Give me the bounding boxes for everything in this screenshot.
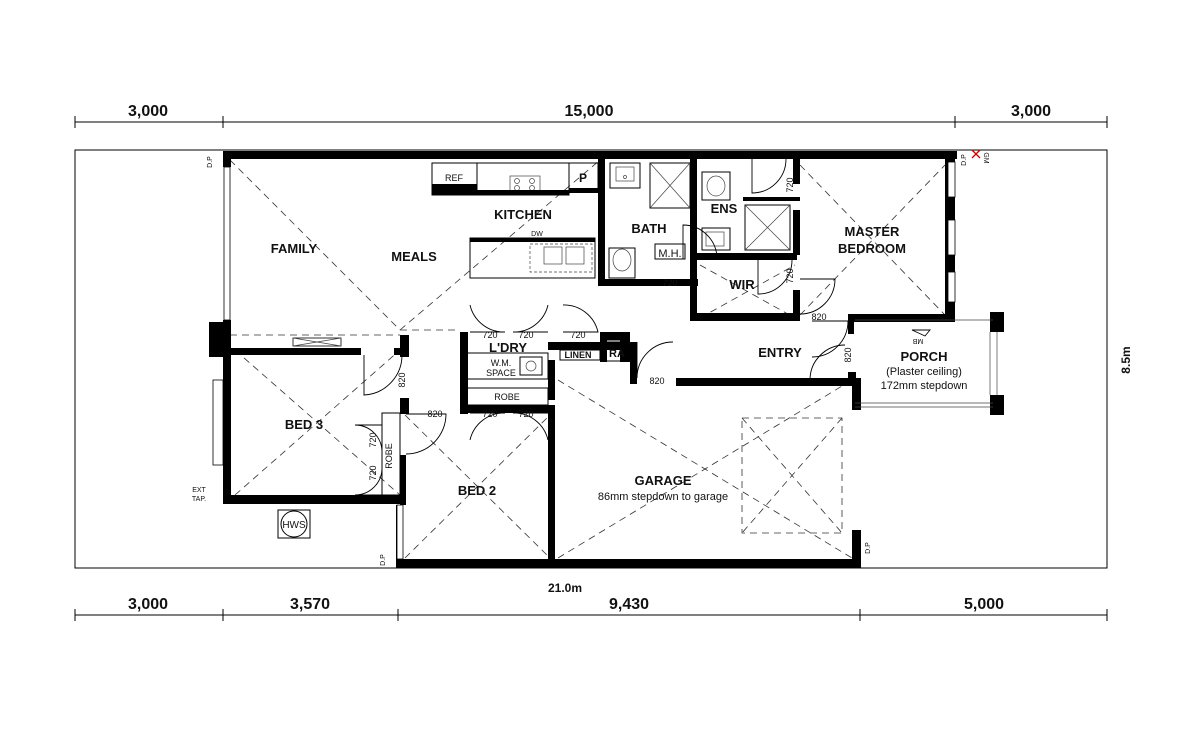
bath-vanity xyxy=(609,162,641,189)
dw-820-bed3: 820 xyxy=(397,372,407,387)
dw-label: DW xyxy=(531,231,543,238)
laundry-fixtures xyxy=(381,340,629,496)
gas-meter-icon xyxy=(971,149,981,159)
dim-bottom-3: 9,430 xyxy=(609,596,649,613)
kitchen-fixtures: REF P DW xyxy=(431,162,599,279)
dw-720-linen: 720 xyxy=(570,330,585,340)
room-bed3: BED 3 xyxy=(285,417,323,432)
room-master-2: BEDROOM xyxy=(838,241,906,256)
room-family: FAMILY xyxy=(271,241,318,256)
bottom-dimension-line: 3,000 3,570 9,430 5,000 xyxy=(74,596,1108,621)
ref-label: REF xyxy=(445,173,464,183)
dim-top-right: 3,000 xyxy=(1011,103,1051,120)
pantry-label: P xyxy=(579,171,587,185)
ens-toilet xyxy=(701,171,731,201)
hws-unit: HWS xyxy=(277,509,311,539)
porch-note-1: (Plaster ceiling) xyxy=(886,366,962,378)
wm-space-1: W.M. xyxy=(491,358,512,368)
dim-top-mid: 15,000 xyxy=(565,103,614,120)
wm-space-2: SPACE xyxy=(486,368,516,378)
dim-bottom-1: 3,000 xyxy=(128,596,168,613)
garage-note: 86mm stepdown to garage xyxy=(598,491,728,503)
dw-720-ldry-2: 720 xyxy=(518,330,533,340)
mh-label: M.H. xyxy=(658,248,681,260)
dw-720-bed3-robe-2: 720 xyxy=(368,465,378,480)
ext-tap-label-2: TAP. xyxy=(192,496,206,503)
overall-depth-label: 8.5m xyxy=(1119,346,1133,373)
robe-bed3 xyxy=(381,412,401,496)
dw-720-bed3-robe-1: 720 xyxy=(368,432,378,447)
room-labels: KITCHEN FAMILY MEALS BATH ENS MASTER BED… xyxy=(271,201,968,503)
ens-shower xyxy=(744,204,791,251)
dp-label-2: D.P xyxy=(380,554,387,566)
ext-tap-label-1: EXT xyxy=(192,487,206,494)
dp-label-4: D.P xyxy=(961,154,968,166)
hws-label: HWS xyxy=(282,520,306,531)
robe-laundry-label: ROBE xyxy=(494,392,520,402)
garage-door-outline xyxy=(741,417,843,534)
top-dimension-line: 3,000 15,000 3,000 xyxy=(74,103,1108,128)
doors xyxy=(354,158,849,496)
overall-width-label: 21.0m xyxy=(548,581,582,595)
dp-label-1: D.P xyxy=(207,156,214,168)
room-wir: WIR xyxy=(729,277,755,292)
door-width-labels: 720 720 720 820 820 820 720 720 720 720 … xyxy=(368,177,853,480)
mb-label: MB xyxy=(912,337,923,344)
linen-cupboard xyxy=(559,349,601,361)
room-linen: LINEN xyxy=(565,350,592,360)
ceiling-diagonals xyxy=(229,159,946,559)
dw-820-bed2: 820 xyxy=(427,409,442,419)
wet-area-fixtures: M.H. xyxy=(608,162,791,279)
room-garage: GARAGE xyxy=(634,473,691,488)
dw-820-master: 820 xyxy=(811,312,826,322)
room-entry: ENTRY xyxy=(758,345,802,360)
robe-laundry xyxy=(466,387,549,406)
room-ra: RA xyxy=(609,348,625,360)
room-laundry: L'DRY xyxy=(489,340,527,355)
dw-820-porch: 820 xyxy=(843,347,853,362)
windows xyxy=(212,161,998,560)
dw-720-ens: 720 xyxy=(785,177,795,192)
room-kitchen: KITCHEN xyxy=(494,207,552,222)
room-bath: BATH xyxy=(631,221,666,236)
room-master-1: MASTER xyxy=(845,224,901,239)
dw-720-robe-1: 720 xyxy=(482,409,497,419)
dw-720-robe-2: 720 xyxy=(518,409,533,419)
robe-bed3-label: ROBE xyxy=(384,443,394,469)
dw-720-ldry-1: 720 xyxy=(482,330,497,340)
shower xyxy=(649,162,691,209)
dim-bottom-4: 5,000 xyxy=(964,596,1004,613)
room-meals: MEALS xyxy=(391,249,437,264)
dim-bottom-2: 3,570 xyxy=(290,596,330,613)
porch-note-2: 172mm stepdown xyxy=(881,380,968,392)
dw-820-garage: 820 xyxy=(649,376,664,386)
dp-label-3: D.P xyxy=(865,542,872,554)
dw-720-bath: 720 xyxy=(662,278,677,288)
room-ens: ENS xyxy=(711,201,738,216)
room-porch: PORCH xyxy=(901,349,948,364)
gm-label: GM xyxy=(982,152,989,163)
ra-cupboard xyxy=(605,340,629,362)
dw-720-wir: 720 xyxy=(785,268,795,283)
dim-top-left: 3,000 xyxy=(128,103,168,120)
bath-toilet xyxy=(608,247,636,279)
room-bed2: BED 2 xyxy=(458,483,496,498)
walls xyxy=(209,151,1004,568)
